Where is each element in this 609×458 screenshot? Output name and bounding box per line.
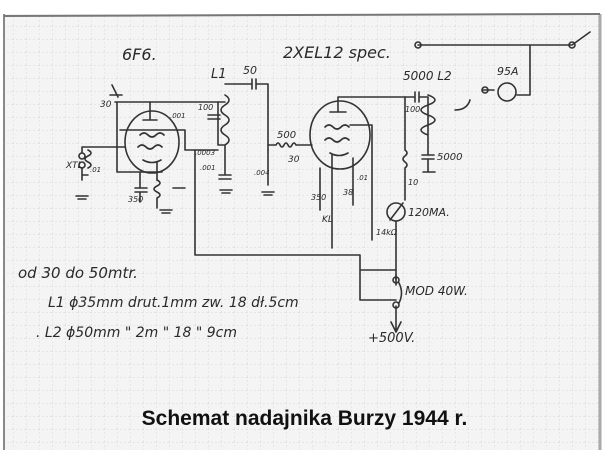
- label-supply: +500V.: [368, 331, 415, 346]
- label-l1: L1: [211, 67, 227, 82]
- schematic-labels: 6F6. 2XEL12 spec. L1 50 5000 L2 95A 30 X…: [18, 43, 519, 346]
- note-l1: L1 ϕ35mm drut.1mm zw. 18 dł.5cm: [48, 295, 299, 311]
- label-c50: 50: [243, 64, 257, 77]
- label-r001: .001: [200, 164, 216, 172]
- label-c350-right: 350: [311, 193, 326, 202]
- label-xtl: XTL: [65, 161, 83, 171]
- antenna-meter-95a: [497, 82, 517, 102]
- label-c100-right: 100: [405, 105, 420, 114]
- label-120ma: 120MA.: [408, 206, 450, 219]
- label-2xel12: 2XEL12 spec.: [283, 43, 391, 62]
- caption: Schemat nadajnika Burzy 1944 r.: [141, 407, 468, 430]
- label-choke10: 10: [408, 178, 418, 187]
- label-r01: .01: [90, 166, 101, 174]
- label-key: KL: [322, 215, 333, 225]
- label-c5000: 5000: [437, 152, 462, 163]
- label-c350-left: 350: [128, 195, 143, 204]
- note-band: od 30 do 50mtr.: [18, 264, 138, 282]
- tube-el12-symbol: [309, 100, 371, 170]
- label-r01-right: .01: [357, 174, 368, 182]
- label-l38: 38: [343, 188, 353, 197]
- tube-6f6-symbol: [124, 110, 180, 174]
- label-95a: 95A: [497, 65, 519, 78]
- label-5000-l2: 5000 L2: [403, 69, 452, 83]
- label-c100-left: 100: [198, 103, 213, 112]
- circuit-wires: [75, 31, 591, 333]
- label-6f6: 6F6.: [122, 45, 157, 64]
- label-c30-grid: 30: [288, 155, 300, 165]
- label-r004: .004: [254, 169, 270, 177]
- label-r500: 500: [277, 130, 296, 141]
- label-c001: .001: [170, 112, 186, 120]
- label-r14k: 14kΩ: [376, 228, 398, 237]
- note-l2: . L2 ϕ50mm " 2m " 18 " 9cm: [36, 325, 237, 341]
- label-r0003: .0003: [195, 149, 215, 157]
- label-mod: MOD 40W.: [405, 284, 468, 298]
- label-c30: 30: [100, 100, 112, 110]
